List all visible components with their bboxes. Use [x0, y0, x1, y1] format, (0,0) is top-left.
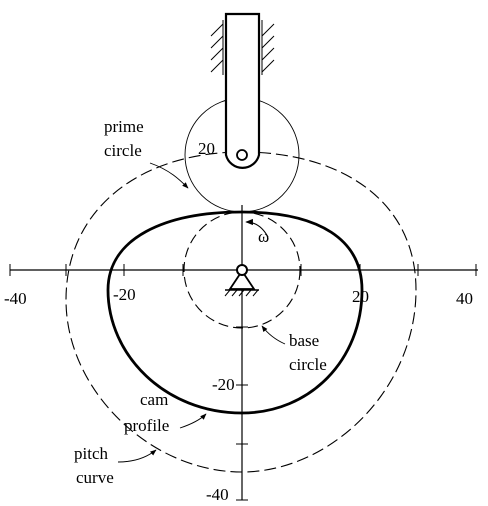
- prime-circle-leader: [149, 162, 189, 189]
- cam-profile: [106, 210, 364, 415]
- tick-label-x-pos40: 40: [456, 289, 473, 308]
- follower-guide-right: [261, 20, 275, 75]
- tick-label-x-neg20: -20: [113, 285, 136, 304]
- cam-profile-label-line1: cam: [140, 390, 168, 409]
- tick-label-x-neg40: -40: [4, 289, 27, 308]
- pitch-curve-label-line2: curve: [76, 468, 114, 487]
- y-axis: [236, 205, 248, 501]
- pitch-curve: [65, 151, 417, 473]
- pitch-curve-label-line1: pitch: [74, 444, 108, 463]
- follower-guide-left: [210, 20, 224, 75]
- prime-circle-label-line2: circle: [104, 141, 142, 160]
- tick-label-y-neg40: -40: [206, 485, 229, 504]
- tick-label-x-pos20: 20: [352, 287, 369, 306]
- cam-pivot: [224, 264, 259, 297]
- omega-arrow: [245, 218, 269, 238]
- roller-pin: [236, 149, 248, 161]
- omega-label: ω: [258, 227, 269, 246]
- base-circle-leader: [261, 325, 286, 345]
- cam-profile-label-line2: profile: [124, 416, 169, 435]
- tick-label-y-pos20: 20: [198, 139, 215, 158]
- base-circle-label-line1: base: [289, 331, 319, 350]
- tick-label-y-neg20: -20: [212, 375, 235, 394]
- follower-stem: [224, 12, 261, 170]
- prime-circle-label-line1: prime: [104, 117, 144, 136]
- base-circle-label-line2: circle: [289, 355, 327, 374]
- pitch-curve-leader: [117, 449, 157, 463]
- cam-profile-leader: [179, 413, 207, 429]
